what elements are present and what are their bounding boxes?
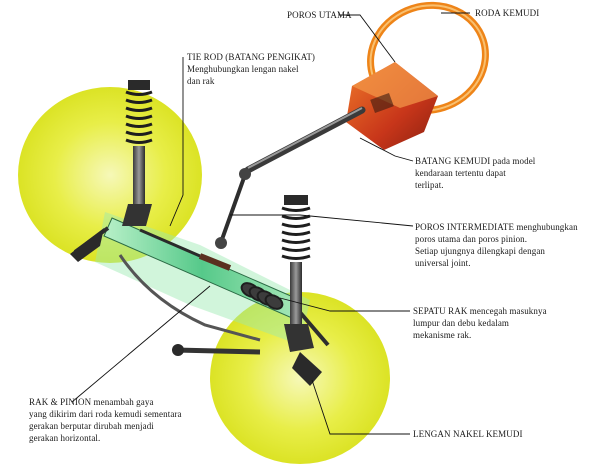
label-tie-rod-title: TIE ROD (BATANG PENGIKAT) [187, 52, 316, 62]
label-batang-kemudi: BATANG KEMUDI pada model kendaraan terte… [415, 156, 536, 190]
rack-boot [240, 282, 284, 310]
stabilizer-bar [118, 254, 261, 342]
left-strut [122, 80, 153, 226]
knuckle-arm-right [292, 352, 322, 386]
right-wheel [210, 292, 390, 464]
label-poros-intermediate: POROS INTERMEDIATE menghubungkan poros u… [415, 222, 578, 268]
steering-column-housing [346, 62, 438, 150]
knuckle-arm-left [70, 228, 104, 262]
steering-column-shaft [244, 106, 366, 174]
universal-joint-lower [215, 237, 227, 249]
universal-joint-upper [239, 168, 251, 180]
label-lengan-nakel: LENGAN NAKEL KEMUDI [413, 429, 523, 439]
label-poros-utama: POROS UTAMA [287, 10, 352, 20]
right-strut [281, 195, 314, 352]
intermediate-shaft [218, 171, 248, 246]
left-wheel [18, 87, 202, 263]
tie-rod-right [296, 308, 330, 347]
label-tie-rod: TIE ROD (BATANG PENGIKAT) Menghubungkan … [187, 52, 316, 86]
label-sepatu-rak: SEPATU RAK mencegah masuknya lumpur dan … [413, 306, 547, 340]
label-rak-pinion: RAK & PINION menambah gaya yang dikirim … [29, 397, 182, 443]
label-roda-kemudi: RODA KEMUDI [475, 8, 540, 18]
leader-lines [71, 12, 470, 435]
